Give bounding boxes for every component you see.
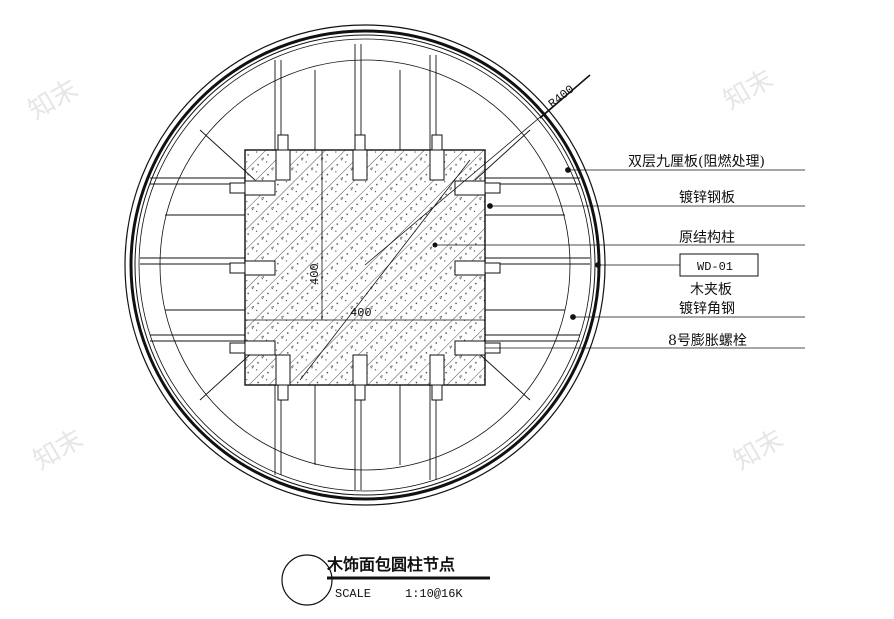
drawing-title: 木饰面包圆柱节点: [326, 555, 455, 574]
callout-label: WD-01: [697, 260, 733, 274]
dim-horizontal-label: 400: [350, 306, 372, 320]
watermark-text: 知末: [24, 74, 84, 126]
callout-label: 镀锌角钢: [679, 300, 735, 317]
callout-label: 镀锌钢板: [679, 189, 735, 206]
callout-label: 双层九厘板(阻燃处理): [628, 153, 765, 170]
scale-label: SCALE: [335, 587, 371, 601]
title-block: 木饰面包圆柱节点 SCALE 1:10@16K: [281, 554, 490, 606]
callout-label: 原结构柱: [679, 230, 735, 246]
callout-label: 8号膨胀螺栓: [668, 332, 747, 349]
structural-column: [244, 149, 486, 386]
radius-label: R400: [546, 82, 577, 111]
callout-labels: 双层九厘板(阻燃处理) 镀锌钢板 原结构柱 WD-01 木夹板 镀锌角钢 8号膨…: [628, 153, 765, 349]
title-circle: [281, 554, 333, 606]
watermark-text: 知末: [29, 424, 89, 476]
scale-value: 1:10@16K: [405, 587, 463, 601]
watermark-text: 知末: [729, 424, 789, 476]
watermark-text: 知末: [719, 64, 779, 116]
callout-leaders: [435, 167, 805, 349]
watermark-group: 知末 知末 知末 知末: [24, 64, 789, 476]
dim-vertical-label: 400: [308, 263, 322, 285]
callout-label: 木夹板: [690, 282, 732, 298]
